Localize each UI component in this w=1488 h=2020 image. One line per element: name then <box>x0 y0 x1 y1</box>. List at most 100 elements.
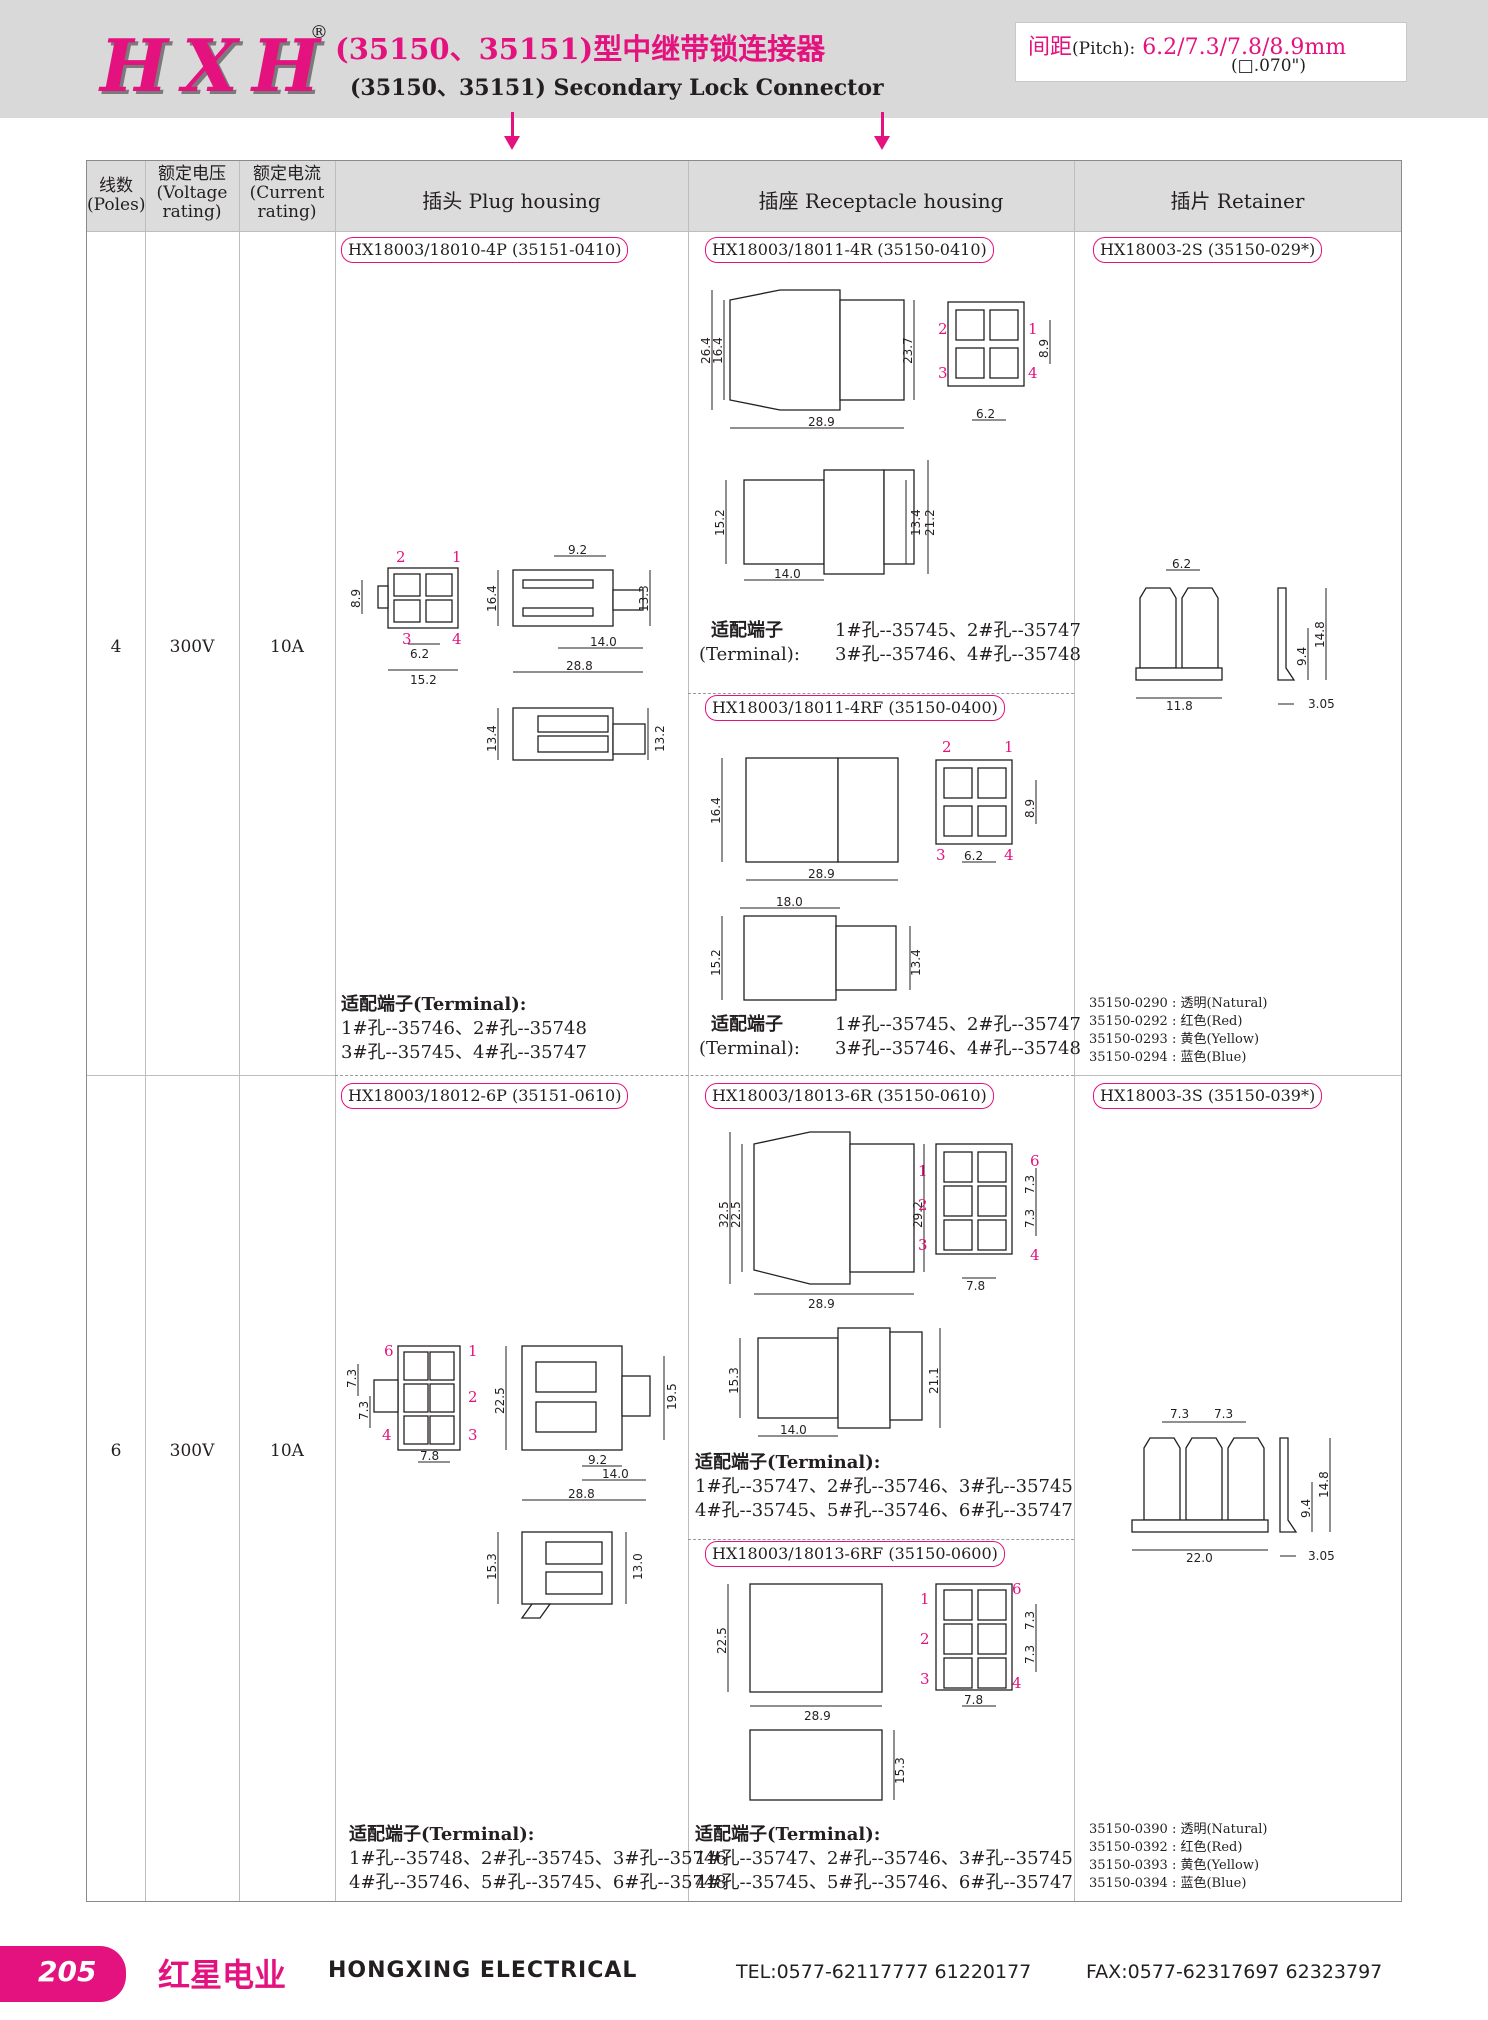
page-header: HXH ® (35150、35151)型中继带锁连接器 (35150、35151… <box>0 0 1488 118</box>
dim-label: 9.2 <box>568 543 587 557</box>
dim-label: 13.2 <box>653 725 667 752</box>
part-number-plug-4p: HX18003/18010-4P (35151-0410) <box>341 237 629 263</box>
table-header-right <box>335 161 1401 231</box>
dim-label: 13.4 <box>485 725 499 752</box>
terminal-receptacle-6r: 适配端子(Terminal): 1#孔--35747、2#孔--35746、3#… <box>695 1452 1073 1521</box>
row4-current: 10A <box>270 637 304 657</box>
pitch-values: 6.2/7.3/7.8/8.9mm <box>1142 35 1347 60</box>
dim-label: 13.4 <box>909 509 923 536</box>
pin-label: 2 <box>918 1196 928 1214</box>
dim-label: 18.0 <box>776 895 803 909</box>
dim-label: 21.2 <box>923 509 937 536</box>
pin-label: 4 <box>382 1426 392 1444</box>
dim-label: 3.05 <box>1308 697 1335 711</box>
dim-label: 14.0 <box>602 1467 629 1481</box>
dim-label: 8.9 <box>1023 799 1037 818</box>
retainer-color-list-2s: 35150-0290 : 透明(Natural) 35150-0292 : 红色… <box>1089 996 1268 1065</box>
header-plug: 插头 Plug housing <box>422 189 601 213</box>
dim-label: 22.5 <box>715 1627 729 1654</box>
dim-label: 7.8 <box>964 1693 983 1707</box>
header-retainer: 插片 Retainer <box>1170 189 1305 213</box>
dim-label: 28.9 <box>808 1297 835 1311</box>
dim-label: 15.2 <box>709 949 723 976</box>
part-number-plug-6p: HX18003/18012-6P (35151-0610) <box>341 1083 629 1109</box>
pin-label: 2 <box>396 548 406 566</box>
pin-label: 1 <box>452 548 462 566</box>
pin-label: 3 <box>468 1426 478 1444</box>
drawing-receptacle-4r: 26.4 16.4 23.7 28.9 2 1 3 4 8.9 6.2 15.2… <box>699 289 1051 581</box>
drawing-receptacle-6r: 32.5 22.5 29.2 28.9 1 2 3 6 4 7.3 7.3 7.… <box>717 1131 1040 1437</box>
pin-label: 2 <box>938 320 948 338</box>
drawing-plug-4p: 8.9 6.2 15.2 2 1 3 4 9.2 16.4 13.3 14.0 … <box>349 543 667 761</box>
dim-label: 16.4 <box>711 337 725 364</box>
title-cn: (35150、35151)型中继带锁连接器 <box>335 32 826 66</box>
row6-current: 10A <box>270 1441 304 1461</box>
row6-voltage: 300V <box>169 1441 215 1461</box>
dim-label: 22.5 <box>493 1387 507 1414</box>
fax: FAX:0577-62317697 62323797 <box>1086 1961 1383 1983</box>
dim-label: 15.3 <box>485 1553 499 1580</box>
terminal-plug-6p: 适配端子(Terminal): 1#孔--35748、2#孔--35745、3#… <box>349 1824 727 1893</box>
dim-label: 28.9 <box>808 867 835 881</box>
header-receptacle: 插座 Receptacle housing <box>758 189 1004 213</box>
dim-label: 15.3 <box>727 1367 741 1394</box>
pin-label: 4 <box>1004 846 1014 864</box>
dim-label: 7.3 <box>357 1401 371 1420</box>
pin-label: 1 <box>920 1590 930 1608</box>
dim-label: 13.4 <box>909 949 923 976</box>
pitch-label-en: (Pitch): <box>1072 39 1136 59</box>
dim-label: 6.2 <box>976 407 995 421</box>
pin-label: 1 <box>1028 320 1038 338</box>
dim-label: 26.4 <box>699 337 713 364</box>
company-name-en: HONGXING ELECTRICAL <box>328 1958 638 1983</box>
pin-label: 2 <box>468 1388 478 1406</box>
dim-label: 6.2 <box>410 647 429 661</box>
dim-label: 7.3 <box>1023 1209 1037 1228</box>
part-number-receptacle-6rf: HX18003/18013-6RF (35150-0600) <box>705 1541 1005 1567</box>
dim-label: 23.7 <box>901 337 915 364</box>
drawing-retainer-3s: 7.3 7.3 22.0 9.4 14.8 3.05 <box>1131 1407 1335 1565</box>
pin-label: 6 <box>384 1342 394 1360</box>
dim-label: 15.2 <box>410 673 437 687</box>
registered-mark: ® <box>310 22 328 43</box>
dim-label: 7.3 <box>345 1369 359 1388</box>
dim-label: 6.2 <box>964 849 983 863</box>
drawing-plug-6p: 6 1 2 3 4 7.3 7.3 7.8 22.5 19.5 9.2 14.0… <box>345 1342 679 1619</box>
terminal-plug-4p: 适配端子(Terminal): 1#孔--35746、2#孔--35748 3#… <box>341 994 587 1063</box>
dim-label: 29.2 <box>911 1201 925 1228</box>
title-en: (35150、35151) Secondary Lock Connector <box>350 75 884 101</box>
pin-label: 3 <box>918 1236 928 1254</box>
dim-label: 13.0 <box>631 1553 645 1580</box>
dim-label: 15.3 <box>893 1757 907 1784</box>
dim-label: 32.5 <box>717 1201 731 1228</box>
dim-label: 7.8 <box>420 1449 439 1463</box>
pin-label: 4 <box>1030 1246 1040 1264</box>
pitch-note: (□.070") <box>1231 56 1306 76</box>
row6-poles: 6 <box>110 1441 122 1461</box>
pitch-line: 间距(Pitch): 6.2/7.3/7.8/8.9mm <box>1028 29 1346 61</box>
pitch-box: 间距(Pitch): 6.2/7.3/7.8/8.9mm (□.070") <box>1015 22 1407 82</box>
dim-label: 14.0 <box>780 1423 807 1437</box>
header-poles: 线数(Poles) <box>87 176 146 215</box>
telephone: TEL:0577-62117777 61220177 <box>736 1961 1032 1983</box>
dim-label: 14.0 <box>774 567 801 581</box>
dim-label: 28.9 <box>808 415 835 429</box>
page-number-badge <box>0 1946 126 2002</box>
pin-label: 3 <box>938 364 948 382</box>
pin-label: 4 <box>452 630 462 648</box>
part-number-retainer-3s: HX18003-3S (35150-039*) <box>1093 1083 1323 1109</box>
dim-label: 13.3 <box>637 585 651 612</box>
part-number-receptacle-6r: HX18003/18013-6R (35150-0610) <box>705 1083 994 1109</box>
part-number-receptacle-4r: HX18003/18011-4R (35150-0410) <box>705 237 994 263</box>
dim-label: 19.5 <box>665 1383 679 1410</box>
pin-label: 1 <box>1004 738 1014 756</box>
part-number-retainer-2s: HX18003-2S (35150-029*) <box>1093 237 1323 263</box>
dim-label: 14.8 <box>1317 1471 1331 1498</box>
dim-label: 6.2 <box>1172 557 1191 571</box>
part-number-receptacle-4rf: HX18003/18011-4RF (35150-0400) <box>705 695 1005 721</box>
dim-label: 7.3 <box>1023 1611 1037 1630</box>
row4-poles: 4 <box>110 637 122 657</box>
dim-label: 28.9 <box>804 1709 831 1723</box>
